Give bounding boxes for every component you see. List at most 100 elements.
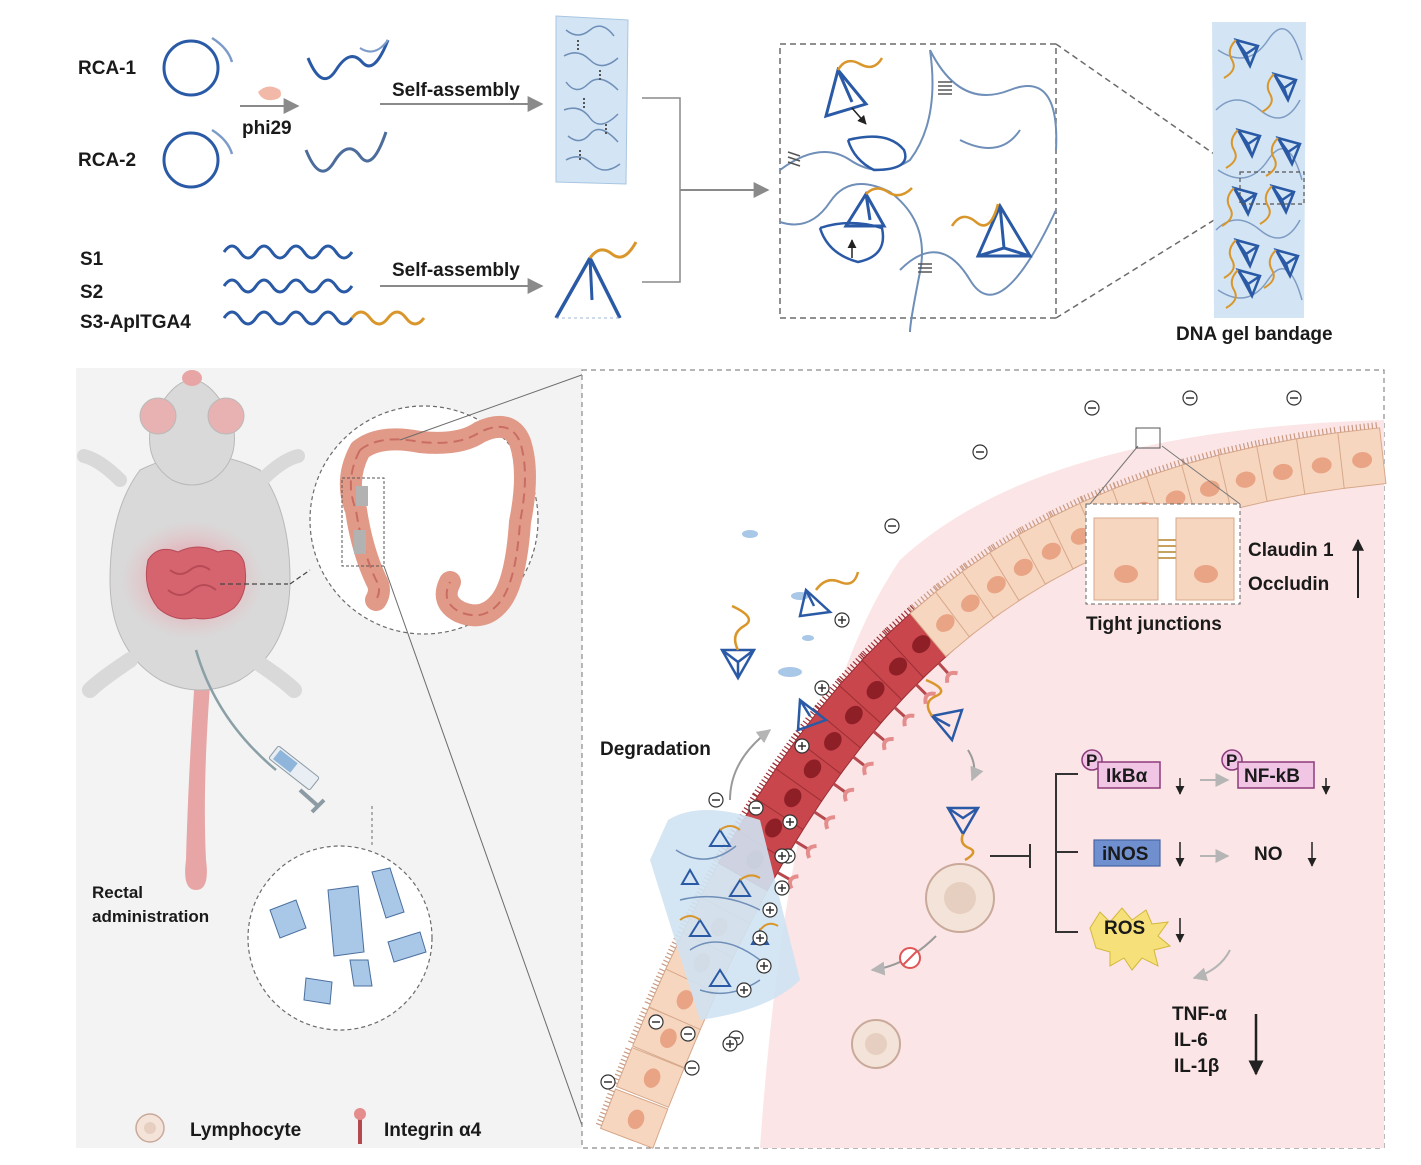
bandage-tetrahedron: [1235, 128, 1262, 159]
tight-junctions-label: Tight junctions: [1086, 614, 1222, 635]
no-entry-icon: [899, 947, 921, 969]
inflamed-epithelial-cell: [772, 732, 855, 802]
mouse-illustration: [77, 370, 305, 890]
bandage-tetrahedron: [1273, 248, 1300, 279]
bandage-aptamer: [1263, 249, 1277, 289]
ikba-phospho-icon: [1081, 749, 1103, 771]
inflamed-epithelial-cell: [814, 677, 894, 751]
nfkb-phospho-label: P: [1226, 751, 1237, 770]
s2-strand: [222, 278, 354, 294]
positive-charge-icon: [762, 902, 778, 918]
ros-label: ROS: [1104, 918, 1145, 939]
rca2-product-strand: [304, 131, 388, 173]
rca1-circular-template: [162, 39, 220, 97]
bandage-aptamer: [1221, 187, 1235, 227]
phi29-label: phi29: [242, 118, 292, 139]
rca2-label: RCA-2: [78, 150, 136, 171]
synthesis-section: RCA-1 RCA-2 phi29 Self-assembly S1 S2 S3…: [78, 15, 1333, 345]
catheter-tube: [194, 649, 277, 771]
colon-zoom-line-top: [399, 371, 591, 441]
gel-particles-circle: [247, 845, 433, 1031]
bandage-tetrahedron: [1235, 268, 1262, 299]
epithelial-cell: [595, 1088, 669, 1149]
bandage-tetrahedron: [1271, 72, 1298, 103]
dna-hydrogel-patch: [555, 15, 629, 185]
rca2-primer: [211, 128, 234, 155]
epithelial-cell: [1256, 433, 1309, 502]
zoom-line-top: [1055, 43, 1241, 173]
s2-label: S2: [80, 282, 103, 303]
phi29-enzyme-icon: [258, 86, 281, 101]
nfkb-phospho-icon: [1221, 749, 1243, 771]
inos-box: [1093, 839, 1161, 867]
bandage-tetrahedron: [1233, 238, 1260, 269]
s3-strand: [222, 310, 354, 326]
gut-callout-line-2: [289, 569, 311, 585]
positive-charge-icon: [752, 930, 768, 946]
positive-charge-icon: [814, 680, 830, 696]
nfkb-label: NF-kB: [1244, 766, 1300, 787]
administration-label: administration: [92, 907, 209, 926]
ikba-box: [1097, 761, 1161, 789]
negative-charge-icon: [972, 444, 988, 460]
rectal-label: Rectal: [92, 883, 143, 902]
positive-charge-icon: [736, 982, 752, 998]
negative-charge-icon: [1182, 390, 1198, 406]
negative-charge-icon: [684, 1060, 700, 1076]
tnf-label: TNF-α: [1172, 1004, 1227, 1025]
negative-charge-icon: [884, 518, 900, 534]
ikba-label: IkBα: [1106, 766, 1148, 787]
negative-charge-icon: [680, 1026, 696, 1042]
negative-charge-icon: [600, 1074, 616, 1090]
negative-charge-icon: [748, 800, 764, 816]
lymphocyte-legend-label: Lymphocyte: [190, 1120, 301, 1141]
s1-strand: [222, 244, 354, 260]
positive-charge-icon: [756, 958, 772, 974]
occludin-label: Occludin: [1248, 574, 1329, 595]
positive-charge-icon: [774, 848, 790, 864]
s3-label: S3-ApITGA4: [80, 312, 191, 333]
negative-charge-icon: [1084, 400, 1100, 416]
colon-epithelium-section: Tight junctions Claudin 1 Occludin Degra…: [581, 369, 1387, 1149]
il1b-label: IL-1β: [1174, 1056, 1219, 1077]
mouse-section: Rectal administration: [76, 368, 591, 1149]
bandage-tetrahedron: [1269, 184, 1296, 215]
positive-charge-icon: [834, 612, 850, 628]
bandage-tetrahedron: [1233, 38, 1260, 69]
epithelial-cell: [1337, 422, 1387, 489]
dna-gel-bandage: [1212, 22, 1306, 318]
negative-charge-icon: [708, 792, 724, 808]
positive-charge-icon: [794, 738, 810, 754]
combine-bracket: [642, 97, 681, 283]
ikba-phospho-label: P: [1086, 751, 1097, 770]
positive-charge-icon: [774, 880, 790, 896]
rca1-label: RCA-1: [78, 58, 136, 79]
epithelial-cell: [1017, 510, 1083, 585]
no-label: NO: [1254, 844, 1283, 865]
epithelial-cell: [933, 563, 1004, 638]
tetrahedron-aptamer-icon: [554, 241, 638, 319]
aptamer-strand: [350, 310, 426, 326]
epithelial-cell: [611, 1046, 685, 1108]
epithelial-cell-layer: [595, 422, 1387, 1149]
ros-burst-icon: [1089, 907, 1172, 971]
bandage-aptamer: [1225, 129, 1239, 169]
tetra-migration-arrow: [967, 749, 984, 782]
self-assembly-label-1: Self-assembly: [392, 80, 520, 101]
bandage-aptamer: [1261, 73, 1275, 113]
negative-charge-icon: [648, 1014, 664, 1030]
rca1-product-strand: [306, 39, 390, 81]
bandage-tetrahedron: [1275, 136, 1302, 167]
surface-charges: [600, 390, 1302, 1090]
legend: Lymphocyte Integrin α4: [135, 1108, 482, 1144]
lymphocyte-blocked: [851, 1019, 901, 1069]
integrin-legend-label: Integrin α4: [384, 1120, 482, 1141]
colon-zoom-line-bottom: [383, 565, 591, 1149]
rca1-product-tail: [359, 39, 389, 53]
epithelial-cell: [960, 544, 1029, 619]
il6-label: IL-6: [1174, 1030, 1208, 1051]
colon-zoom-circle: [309, 405, 539, 635]
bandage-label: DNA gel bandage: [1176, 324, 1333, 345]
bandage-aptamer: [1225, 269, 1239, 309]
